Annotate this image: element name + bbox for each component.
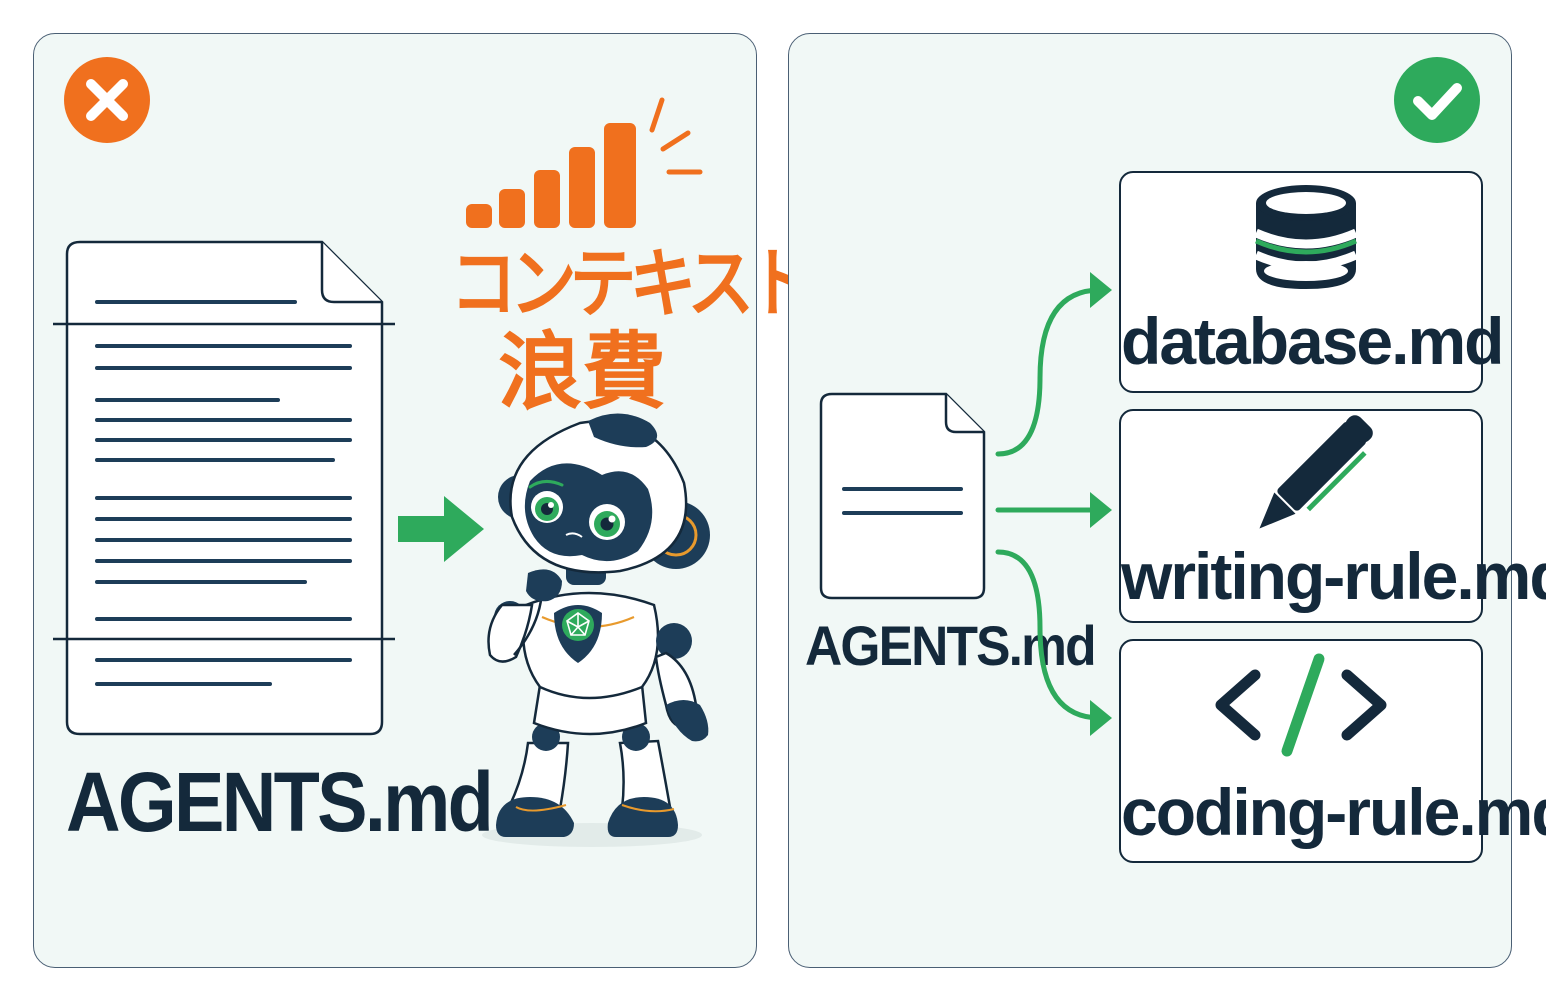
large-document-icon	[53, 240, 395, 736]
pencil-icon	[1259, 415, 1373, 529]
rising-bars-icon	[466, 97, 703, 228]
cross-icon	[64, 57, 150, 143]
writing-rule-file-name: writing-rule.md	[1121, 539, 1546, 613]
right-arrow-icon	[398, 496, 484, 562]
branch-arrows	[995, 272, 1112, 736]
check-icon	[1394, 57, 1480, 143]
database-file-name: database.md	[1121, 304, 1504, 378]
code-icon	[1215, 653, 1387, 757]
left-file-name: AGENTS.md	[66, 755, 494, 849]
robot-icon	[482, 413, 710, 847]
small-document-icon	[819, 392, 986, 600]
database-icon	[1254, 185, 1358, 289]
coding-rule-file-name: coding-rule.md	[1121, 775, 1546, 849]
file-card-database: database.md	[1119, 171, 1504, 393]
file-card-writing-rule: writing-rule.md	[1119, 409, 1546, 623]
right-root-file-name: AGENTS.md	[805, 614, 1097, 677]
context-waste-label: コンテキスト	[450, 239, 814, 328]
context-waste-label-line2: 浪費	[497, 323, 666, 421]
file-card-coding-rule: coding-rule.md	[1119, 639, 1546, 863]
